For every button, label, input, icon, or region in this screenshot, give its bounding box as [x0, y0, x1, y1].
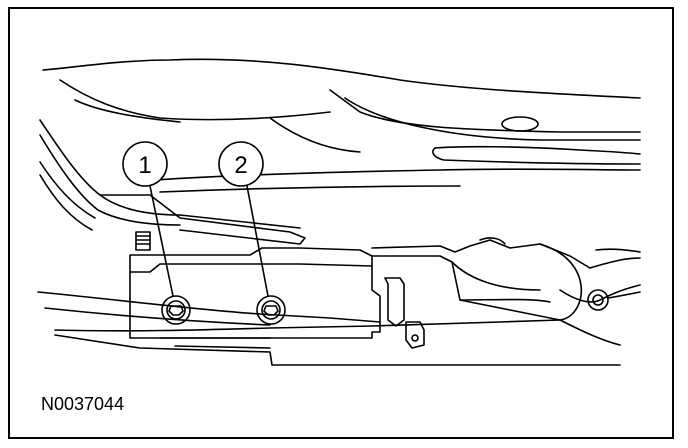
right-mechanism — [371, 237, 641, 346]
callout-2-leader — [246, 185, 269, 297]
callout-1-leader — [149, 185, 174, 297]
seat-bracket — [129, 247, 425, 349]
callout-1-number: 1 — [138, 152, 151, 179]
bolt-2 — [256, 295, 286, 325]
callout-2: 2 — [218, 141, 264, 187]
left-side-rails — [39, 119, 306, 251]
callout-1: 1 — [122, 141, 168, 187]
callout-2-number: 2 — [234, 152, 247, 179]
bolt-1 — [161, 295, 191, 325]
figure-frame — [8, 7, 674, 439]
seat-track-rail — [37, 291, 621, 366]
figure-id-label: N0037044 — [41, 394, 125, 414]
